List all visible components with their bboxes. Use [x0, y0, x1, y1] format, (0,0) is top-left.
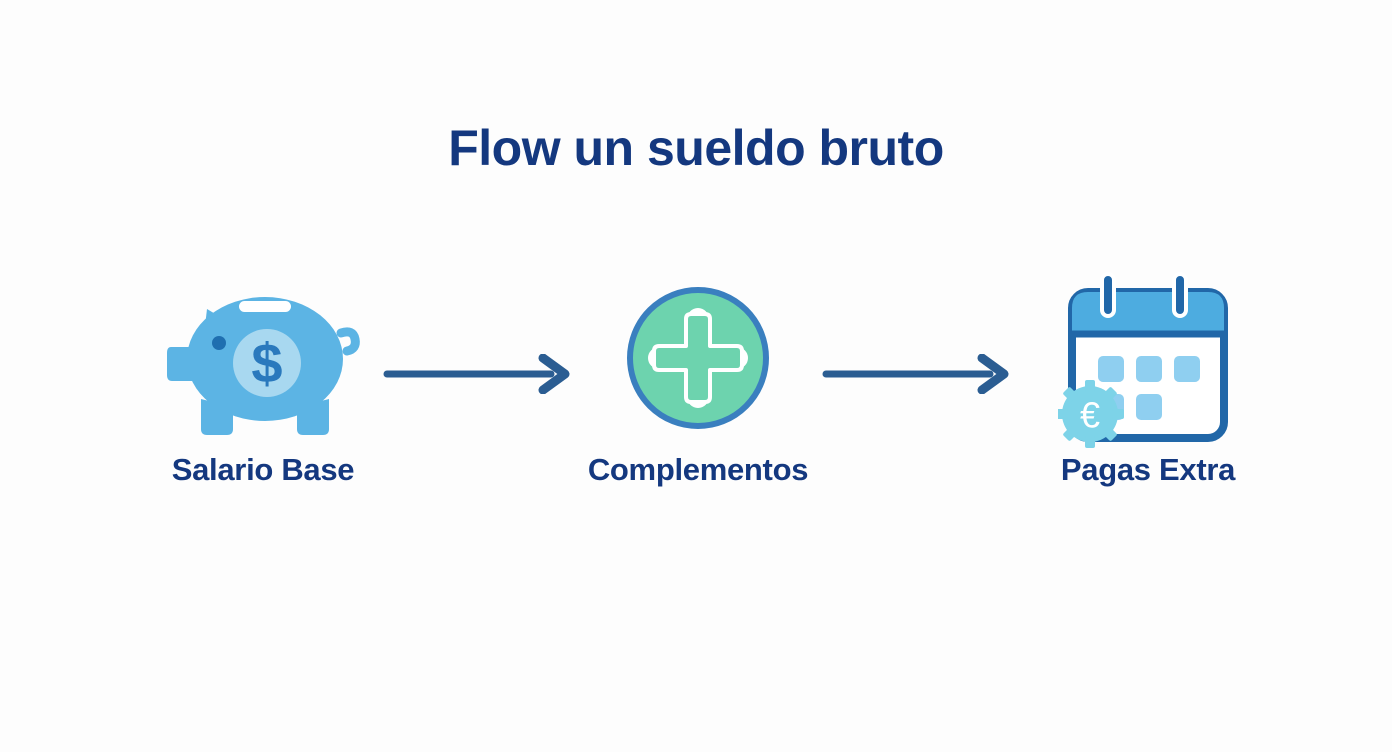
- flow-step-pagas-extra: € Pagas Extra: [1018, 268, 1278, 528]
- flow-step-label-pagas-extra: Pagas Extra: [1060, 452, 1236, 487]
- arrow-right-icon-1: [383, 353, 578, 395]
- flow-step-label-salario-base: Salario Base: [171, 452, 355, 487]
- calendar-euro-icon: €: [1018, 268, 1278, 448]
- flow-step-salario-base: $ Salario Base: [133, 268, 393, 528]
- page-title: Flow un sueldo bruto: [448, 120, 944, 176]
- piggy-bank-icon: $: [133, 268, 393, 448]
- svg-text:$: $: [251, 331, 282, 394]
- arrow-right-icon-2: [822, 353, 1017, 395]
- flow-step-label-complementos: Complementos: [587, 452, 809, 487]
- flow-step-complementos: Complementos: [568, 268, 828, 528]
- svg-text:€: €: [1080, 395, 1100, 436]
- flow-diagram: $ Salario Base Complementos: [0, 268, 1392, 528]
- plus-circle-icon: [568, 268, 828, 448]
